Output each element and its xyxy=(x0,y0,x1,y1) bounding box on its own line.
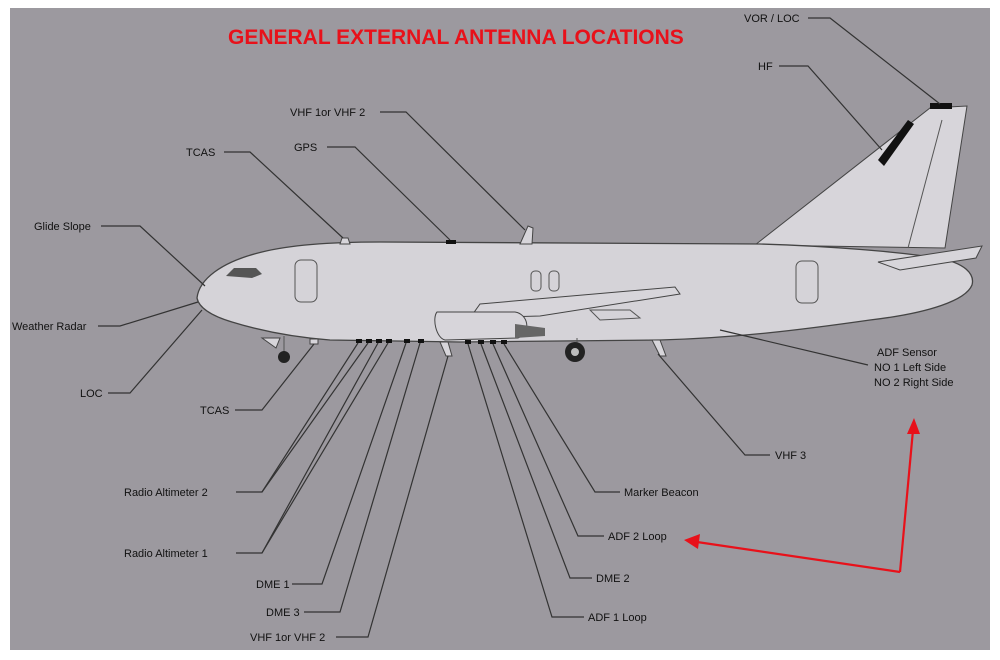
label-vhf3: VHF 3 xyxy=(775,450,806,462)
rudder-line xyxy=(907,119,943,249)
label-adf-sensor-left: NO 1 Left Side xyxy=(874,362,946,374)
vor-loc-antenna xyxy=(930,103,952,109)
label-vhf-top: VHF 1or VHF 2 xyxy=(290,107,365,119)
tcas-top-blade xyxy=(339,237,351,245)
engine-exhaust xyxy=(515,324,545,338)
belly-antenna xyxy=(366,339,372,343)
wing-window-1 xyxy=(530,270,542,292)
label-adf-sensor-right: NO 2 Right Side xyxy=(874,377,953,389)
leader-lines xyxy=(98,17,941,638)
label-radio-alt-1: Radio Altimeter 1 xyxy=(124,548,208,560)
leader-radio-alt-1b xyxy=(261,342,389,554)
belly-antenna xyxy=(404,339,410,343)
label-marker-beacon: Marker Beacon xyxy=(624,487,699,499)
leader-vhf3 xyxy=(657,353,770,456)
label-adf2-loop: ADF 2 Loop xyxy=(608,531,667,543)
belly-antenna xyxy=(376,339,382,343)
belly-antenna xyxy=(490,340,496,344)
leader-loc xyxy=(108,309,203,394)
label-radio-alt-2: Radio Altimeter 2 xyxy=(124,487,208,499)
leader-vor-loc xyxy=(808,17,941,105)
vertical-fin xyxy=(753,105,968,249)
main-gear-hub xyxy=(571,348,579,356)
leader-dme3 xyxy=(304,342,421,613)
label-dme2: DME 2 xyxy=(596,573,630,585)
label-tcas-bottom: TCAS xyxy=(200,405,229,417)
cockpit-window xyxy=(226,268,262,278)
label-dme3: DME 3 xyxy=(266,607,300,619)
tcas-bottom-antenna xyxy=(309,338,319,345)
vhf-bottom-blade xyxy=(439,341,453,357)
wing-window-2 xyxy=(548,270,560,292)
labels: VOR / LOC HF VHF 1or VHF 2 GPS TCAS Glid… xyxy=(12,13,953,644)
leader-glide-slope xyxy=(101,225,206,287)
leader-adf2-loop xyxy=(492,343,604,537)
horizontal-stabilizer xyxy=(877,245,983,271)
rear-door xyxy=(795,260,819,304)
belly-antenna-row xyxy=(356,339,507,344)
label-gps: GPS xyxy=(294,142,317,154)
leader-vhf-bottom xyxy=(336,355,449,638)
gps-antenna xyxy=(446,240,456,244)
label-adf-sensor: ADF Sensor xyxy=(877,347,937,359)
label-tcas-top: TCAS xyxy=(186,147,215,159)
belly-antenna xyxy=(356,339,362,343)
label-hf: HF xyxy=(758,61,773,73)
nose-gear-wheel xyxy=(278,351,290,363)
belly-antenna xyxy=(478,340,484,344)
flap-line xyxy=(588,309,642,321)
leader-dme1 xyxy=(292,342,407,585)
leader-marker-beacon xyxy=(503,343,620,493)
leader-vhf-top xyxy=(380,111,526,231)
annotation-arrow-path-left xyxy=(696,540,901,574)
vhf-top-blade xyxy=(519,225,534,245)
label-loc: LOC xyxy=(80,388,103,400)
fuselage xyxy=(196,241,974,343)
label-glide-slope: Glide Slope xyxy=(34,221,91,233)
leader-tcas-bottom xyxy=(235,343,315,411)
leader-adf-sensor xyxy=(719,329,869,366)
belly-antenna xyxy=(465,340,471,344)
hf-antenna xyxy=(878,120,914,166)
leader-radio-alt-2b xyxy=(261,342,369,493)
arrow-head-up-icon xyxy=(907,418,920,434)
aircraft xyxy=(196,105,983,363)
label-dme1: DME 1 xyxy=(256,579,290,591)
leader-dme2 xyxy=(480,343,592,579)
leader-hf xyxy=(779,65,883,151)
leader-gps xyxy=(327,146,451,241)
diagram-title: GENERAL EXTERNAL ANTENNA LOCATIONS xyxy=(228,26,684,49)
annotation-arrow-path xyxy=(898,429,915,573)
annotation-arrows xyxy=(684,418,920,574)
label-weather-radar: Weather Radar xyxy=(12,321,87,333)
vhf3-blade xyxy=(651,339,667,357)
belly-antenna xyxy=(501,340,507,344)
leader-weather-radar xyxy=(98,301,199,327)
leader-tcas-top xyxy=(224,151,344,239)
leader-adf1-loop xyxy=(467,343,584,618)
label-vor-loc: VOR / LOC xyxy=(744,13,800,25)
antennas xyxy=(309,103,952,357)
belly-antenna xyxy=(386,339,392,343)
arrow-head-left-icon xyxy=(684,534,700,549)
label-vhf-bottom: VHF 1or VHF 2 xyxy=(250,632,325,644)
engine xyxy=(434,311,528,341)
label-adf1-loop: ADF 1 Loop xyxy=(588,612,647,624)
nose-gear-door xyxy=(260,337,281,349)
front-door xyxy=(294,259,318,303)
belly-antenna xyxy=(418,339,424,343)
